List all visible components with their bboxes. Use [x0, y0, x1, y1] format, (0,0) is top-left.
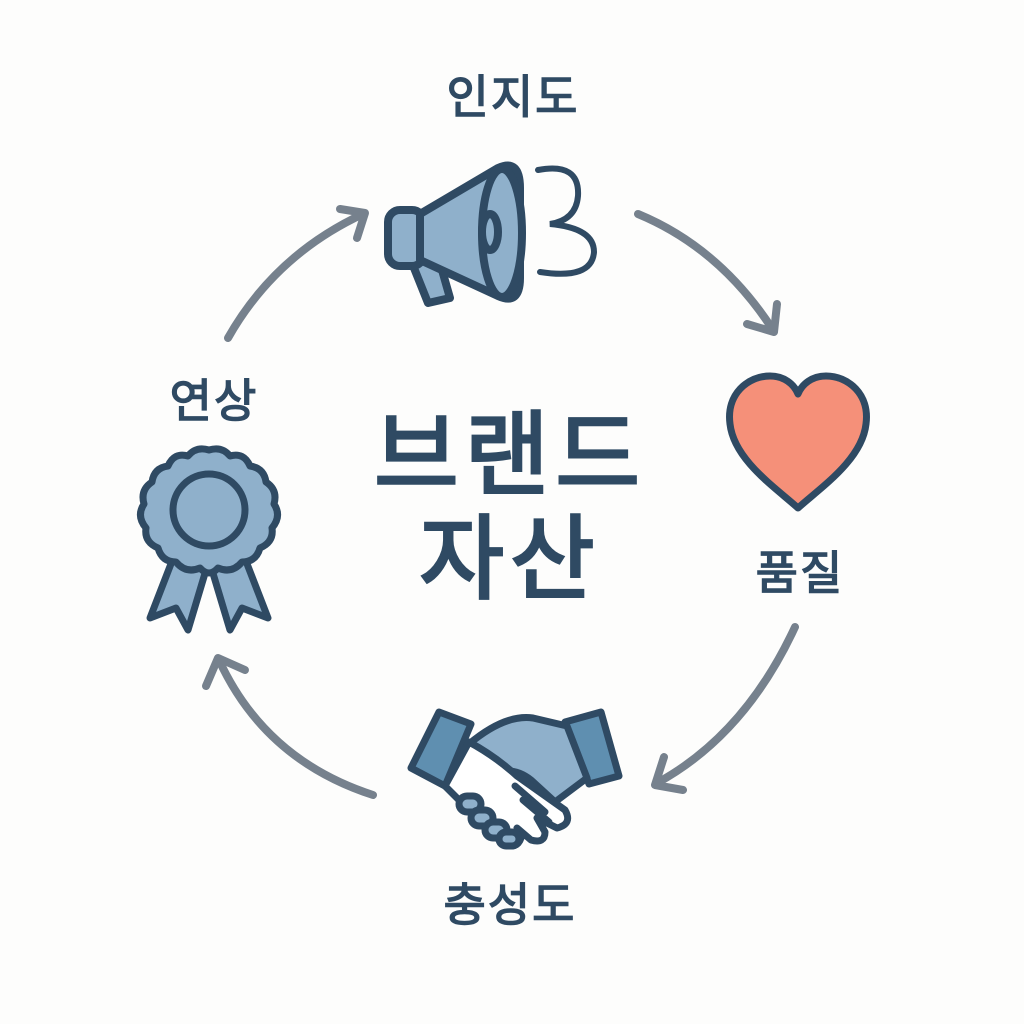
arrow-loyalty-to-association: [215, 656, 377, 799]
arrow-head-association-to-awareness: [336, 205, 369, 242]
center-title-line2: 자산: [419, 506, 601, 613]
heart-icon: [726, 372, 870, 512]
arrow-quality-to-loyalty: [653, 623, 799, 787]
node-label-quality: 품질: [755, 546, 845, 600]
arrow-association-to-awareness: [224, 210, 367, 342]
handshake-icon: [407, 708, 623, 850]
ribbon-badge-icon: [137, 445, 281, 634]
center-title: 브랜드 자산: [374, 404, 646, 612]
arrow-head-quality-to-loyalty: [651, 753, 687, 794]
node-label-awareness: 인지도: [446, 70, 580, 124]
arrow-head-awareness-to-quality: [743, 300, 781, 336]
center-title-line1: 브랜드: [374, 402, 646, 509]
node-label-loyalty: 충성도: [443, 878, 577, 932]
megaphone-icon: [384, 161, 598, 307]
arrow-head-loyalty-to-association: [202, 654, 249, 690]
node-label-association: 연상: [169, 374, 259, 428]
arrow-awareness-to-quality: [634, 210, 777, 334]
